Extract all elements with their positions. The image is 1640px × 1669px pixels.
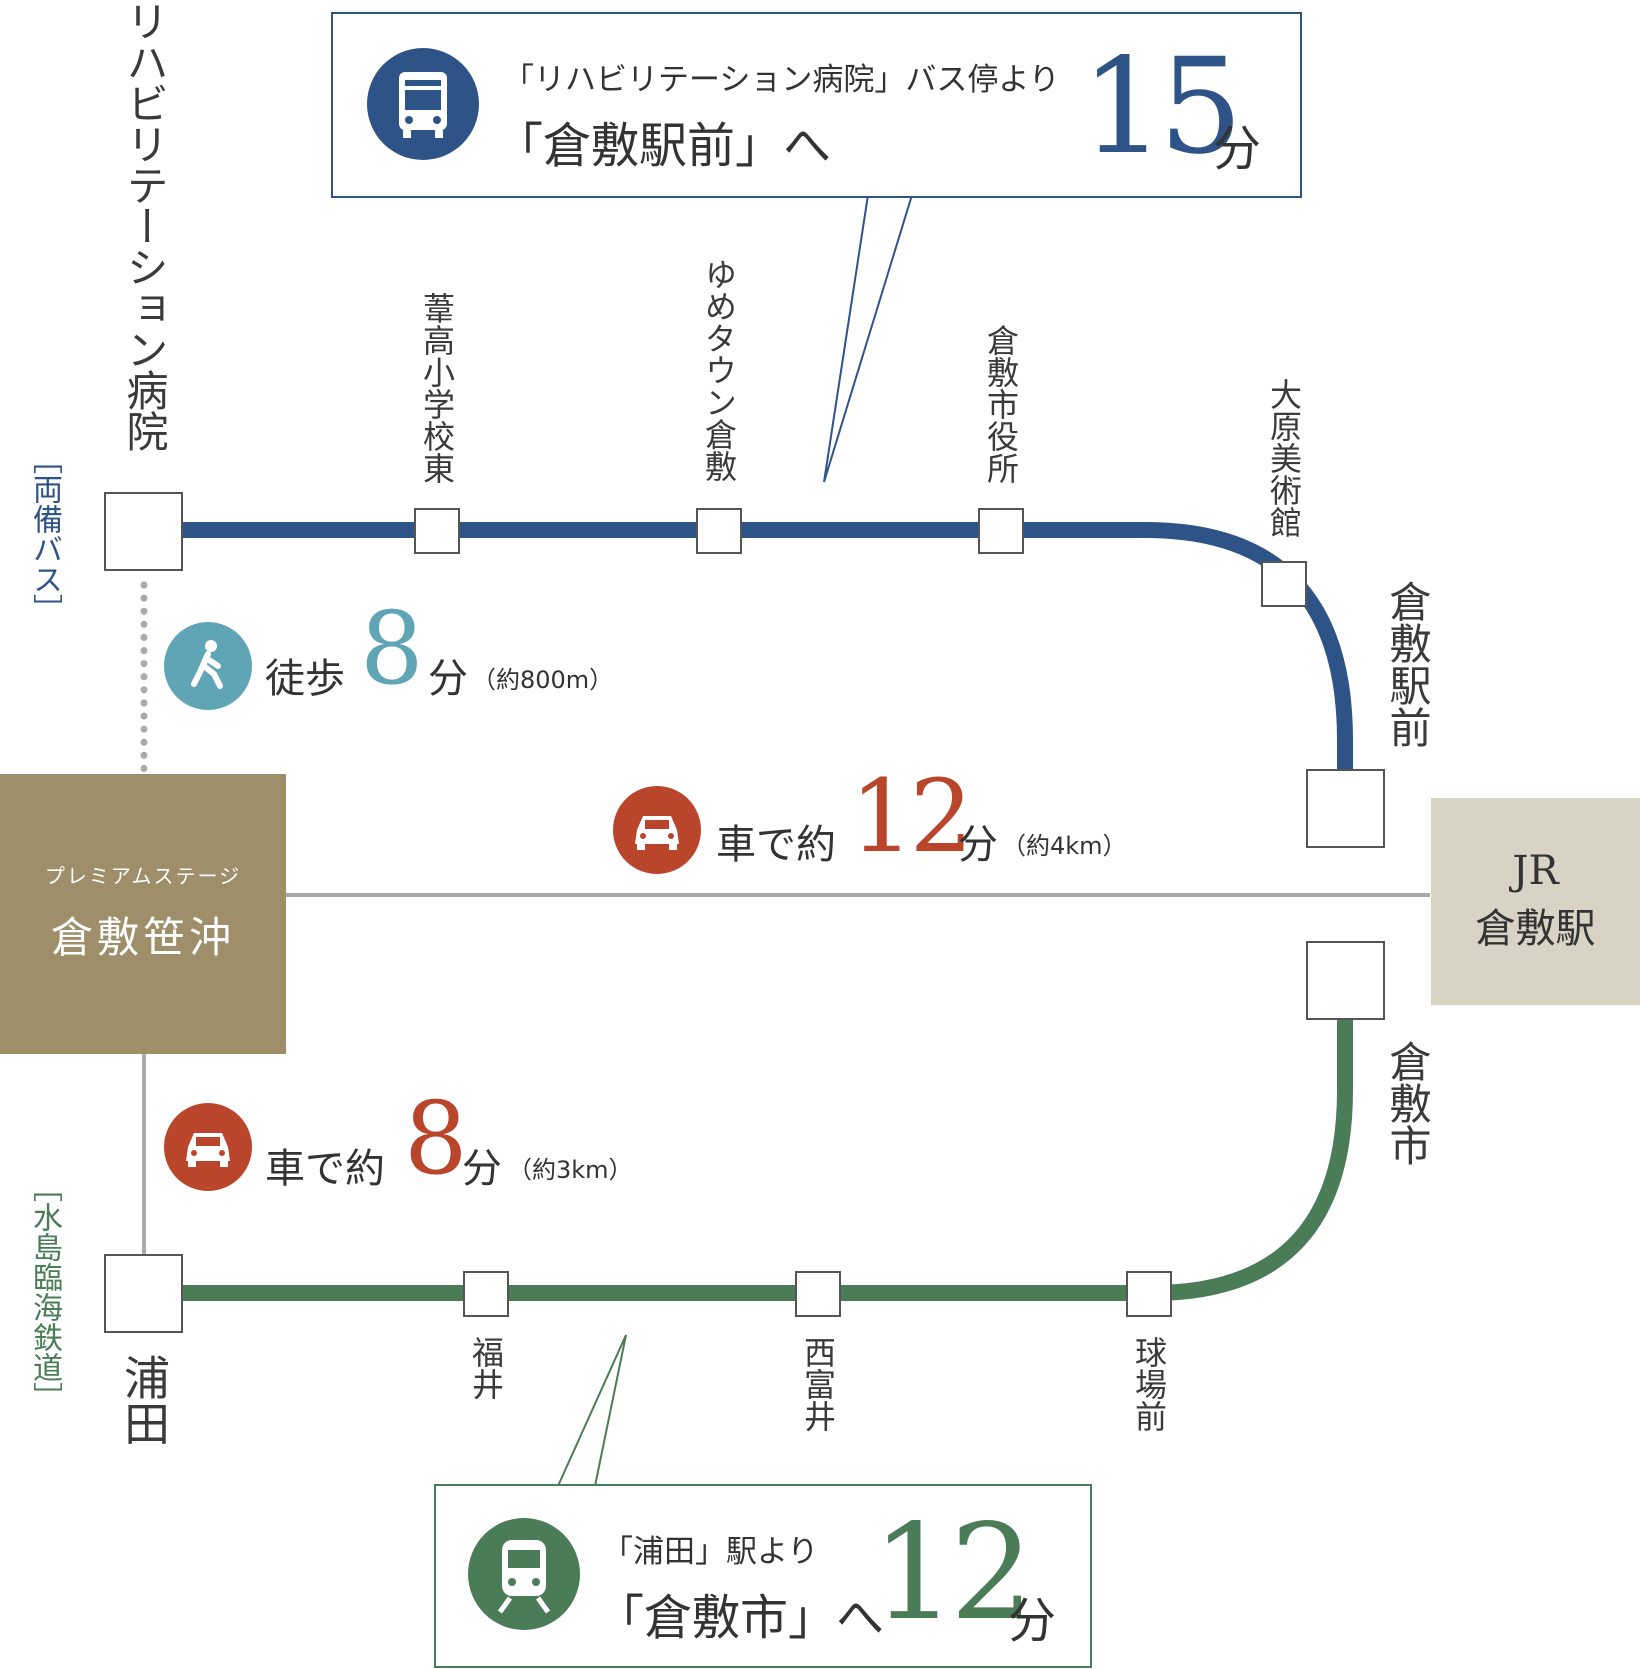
car-jr-label: 車で約 — [716, 822, 836, 868]
walk-unit: 分 — [428, 656, 468, 702]
train-icon — [468, 1518, 580, 1630]
jr-station-box: JR 倉敷駅 — [1431, 798, 1640, 1005]
station-kyujomae — [1126, 1271, 1172, 1317]
jr-label: JR — [1512, 848, 1559, 894]
station-kurashikishi — [1306, 941, 1385, 1020]
station-rehabilitation-hospital — [104, 492, 183, 571]
station-label-youme: ゆめタウン倉敷 — [700, 258, 738, 482]
station-nishitomii — [795, 1271, 841, 1317]
car-jr-minutes: 12 — [850, 758, 973, 875]
car-urata-label: 車で約 — [265, 1146, 385, 1192]
rail-callout-minutes: 12 — [872, 1496, 1034, 1650]
station-label-ashitaka: 葦高小学校東 — [418, 292, 456, 484]
home-name: 倉敷笹沖 — [50, 913, 235, 962]
car-urata-minutes: 8 — [404, 1080, 468, 1197]
car-jr-distance: （約4km） — [1002, 832, 1127, 860]
station-label-kurashiki-ekimae: 倉敷駅前 — [1383, 580, 1432, 748]
station-city-hall — [978, 508, 1024, 554]
walk-minutes: 8 — [360, 590, 424, 707]
rail-company-label: ［水島臨海鉄道］ — [27, 1172, 62, 1412]
car-icon — [613, 786, 701, 874]
car-jr-unit: 分 — [958, 822, 998, 868]
bus-callout-origin: 「リハビリテーション病院」バス停より — [503, 62, 1060, 98]
rail-callout-pointer — [557, 1334, 627, 1487]
rail-callout-unit: 分 — [1008, 1593, 1057, 1649]
rail-callout-origin: 「浦田」駅より — [602, 1534, 819, 1570]
rail-route-line — [180, 1015, 1353, 1301]
bus-callout: 「リハビリテーション病院」バス停より 「倉敷駅前」へ 15 分 — [331, 12, 1302, 198]
bus-company-label: ［両備バス］ — [27, 444, 62, 624]
station-label-fukui: 福井 — [467, 1336, 505, 1400]
station-label-ohara: 大原美術館 — [1265, 378, 1303, 538]
station-label-rehabilitation-hospital: リハビリテーション病院 — [120, 0, 169, 451]
station-youme-town — [696, 508, 742, 554]
station-label-urata: 浦田 — [117, 1354, 171, 1446]
rail-callout: 「浦田」駅より 「倉敷市」へ 12 分 — [434, 1484, 1092, 1668]
bus-callout-minutes: 15 — [1081, 30, 1243, 184]
bus-callout-destination: 「倉敷駅前」へ — [495, 118, 832, 174]
jr-station-name: 倉敷駅 — [1475, 906, 1596, 952]
rail-callout-destination: 「倉敷市」へ — [596, 1590, 885, 1646]
car-urata-distance: （約3km） — [508, 1156, 633, 1184]
home-subtitle: プレミアムステージ — [44, 864, 242, 888]
station-ohara-museum — [1261, 561, 1307, 607]
bus-icon — [367, 48, 479, 160]
station-label-cityhall: 倉敷市役所 — [982, 324, 1020, 484]
walk-label: 徒歩 — [265, 656, 345, 702]
station-label-nishitomii: 西富井 — [799, 1336, 837, 1432]
car-icon-urata — [164, 1103, 252, 1191]
station-fukui — [463, 1271, 509, 1317]
station-label-kurashikishi: 倉敷市 — [1383, 1040, 1432, 1166]
station-label-kyujomae: 球場前 — [1130, 1336, 1168, 1432]
walk-icon — [164, 622, 252, 710]
walk-distance: （約800m） — [472, 666, 614, 694]
station-kurashiki-ekimae — [1306, 769, 1385, 848]
car-urata-unit: 分 — [462, 1146, 502, 1192]
bus-route-line — [180, 522, 1353, 772]
station-urata — [104, 1254, 183, 1333]
bus-callout-pointer — [823, 194, 913, 483]
station-ashitaka-school-east — [414, 508, 460, 554]
home-box: プレミアムステージ 倉敷笹沖 — [0, 774, 286, 1054]
bus-callout-unit: 分 — [1213, 121, 1262, 177]
